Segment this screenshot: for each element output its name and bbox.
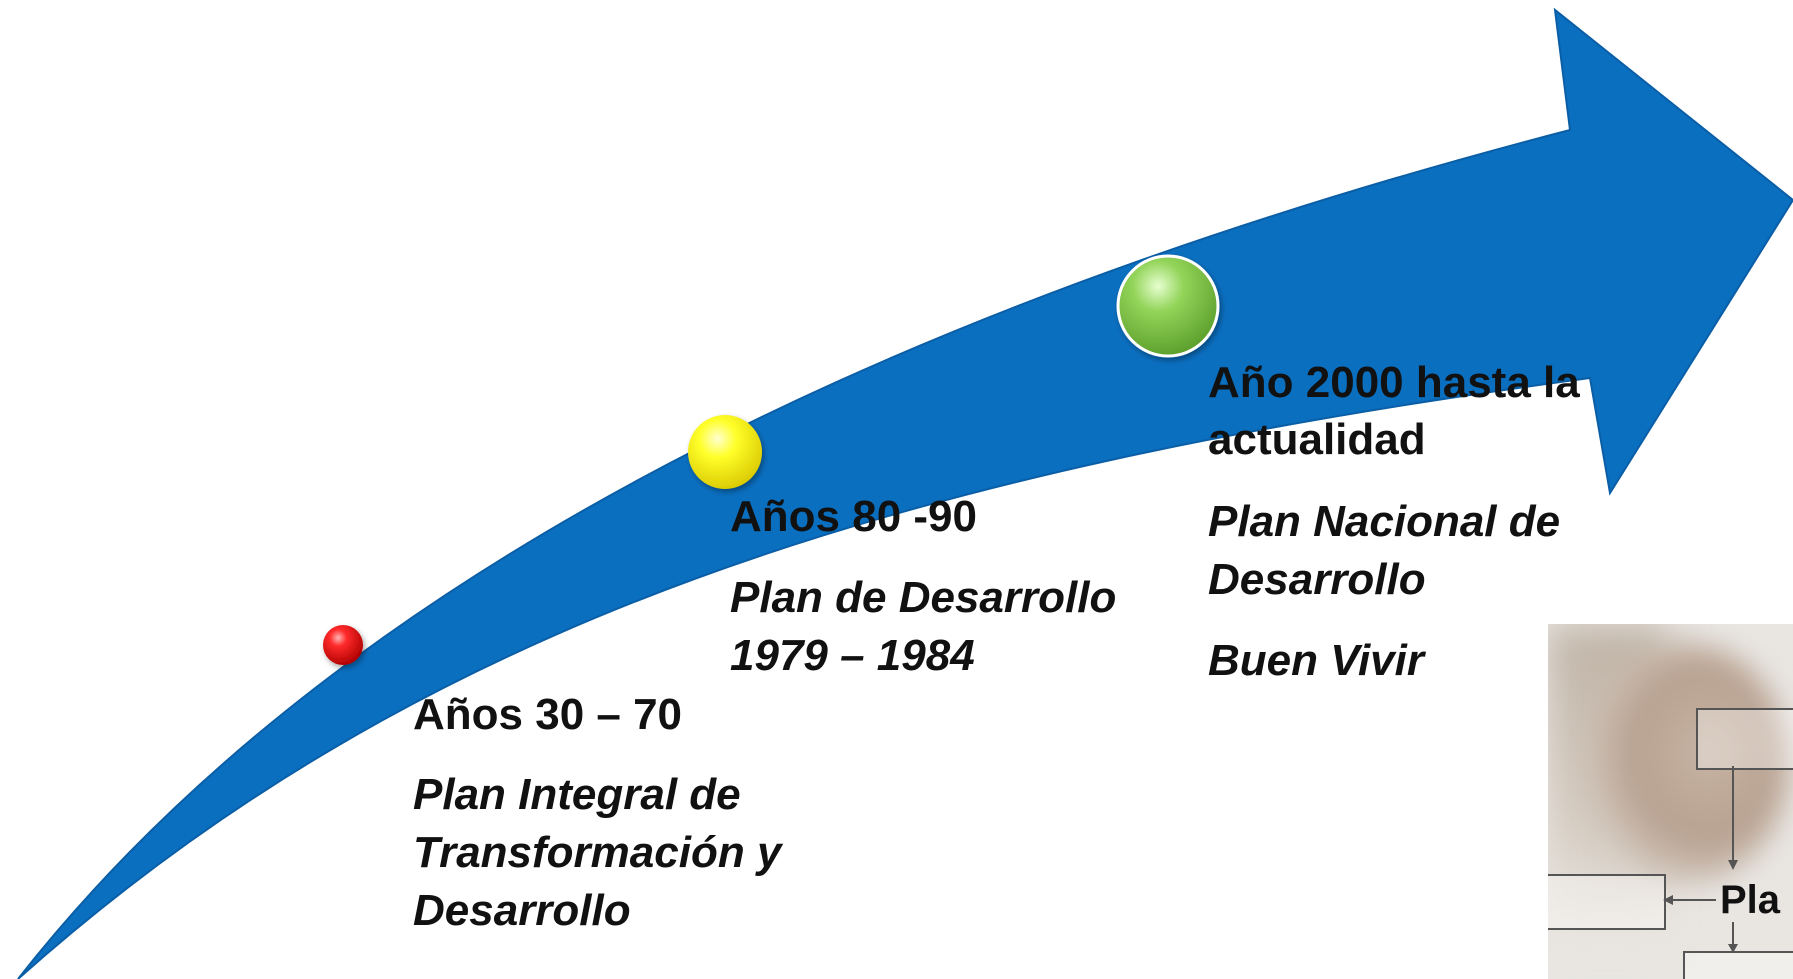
milestone-3-era-line-2: actualidad: [1208, 415, 1426, 464]
photo-thumbnail: Pla: [1548, 624, 1793, 979]
milestone-2-plan-line-1: Plan de Desarrollo: [730, 573, 1117, 622]
flowchart-box-left: [1548, 874, 1666, 930]
milestone-1-plan-line-2: Transformación y: [413, 828, 782, 877]
photo-blur-face: [1588, 644, 1788, 884]
photo-caption-fragment: Pla: [1720, 878, 1781, 922]
milestone-3-era-line-1: Año 2000 hasta la: [1208, 358, 1580, 407]
milestone-3-plan-line-1: Plan Nacional de: [1208, 497, 1561, 546]
milestone-3-plan-line-2: Desarrollo: [1208, 555, 1426, 604]
timeline-arrow: [17, 7, 1793, 979]
milestone-1-plan-line-1: Plan Integral de: [413, 770, 741, 819]
flowchart-connectors: [1663, 766, 1738, 953]
milestone-3-extra: Buen Vivir: [1208, 636, 1424, 685]
flowchart-box-bottom: [1683, 951, 1793, 979]
milestone-dot-red: [323, 625, 363, 665]
milestone-2-plan-line-2: 1979 – 1984: [730, 631, 975, 680]
milestone-dot-yellow: [688, 415, 762, 489]
milestone-2-era: Años 80 -90: [730, 492, 977, 541]
milestone-1-era: Años 30 – 70: [413, 690, 683, 739]
milestone-dot-green: [1116, 254, 1220, 358]
milestone-1-plan-line-3: Desarrollo: [413, 886, 631, 935]
flowchart-box-top: [1696, 708, 1793, 770]
